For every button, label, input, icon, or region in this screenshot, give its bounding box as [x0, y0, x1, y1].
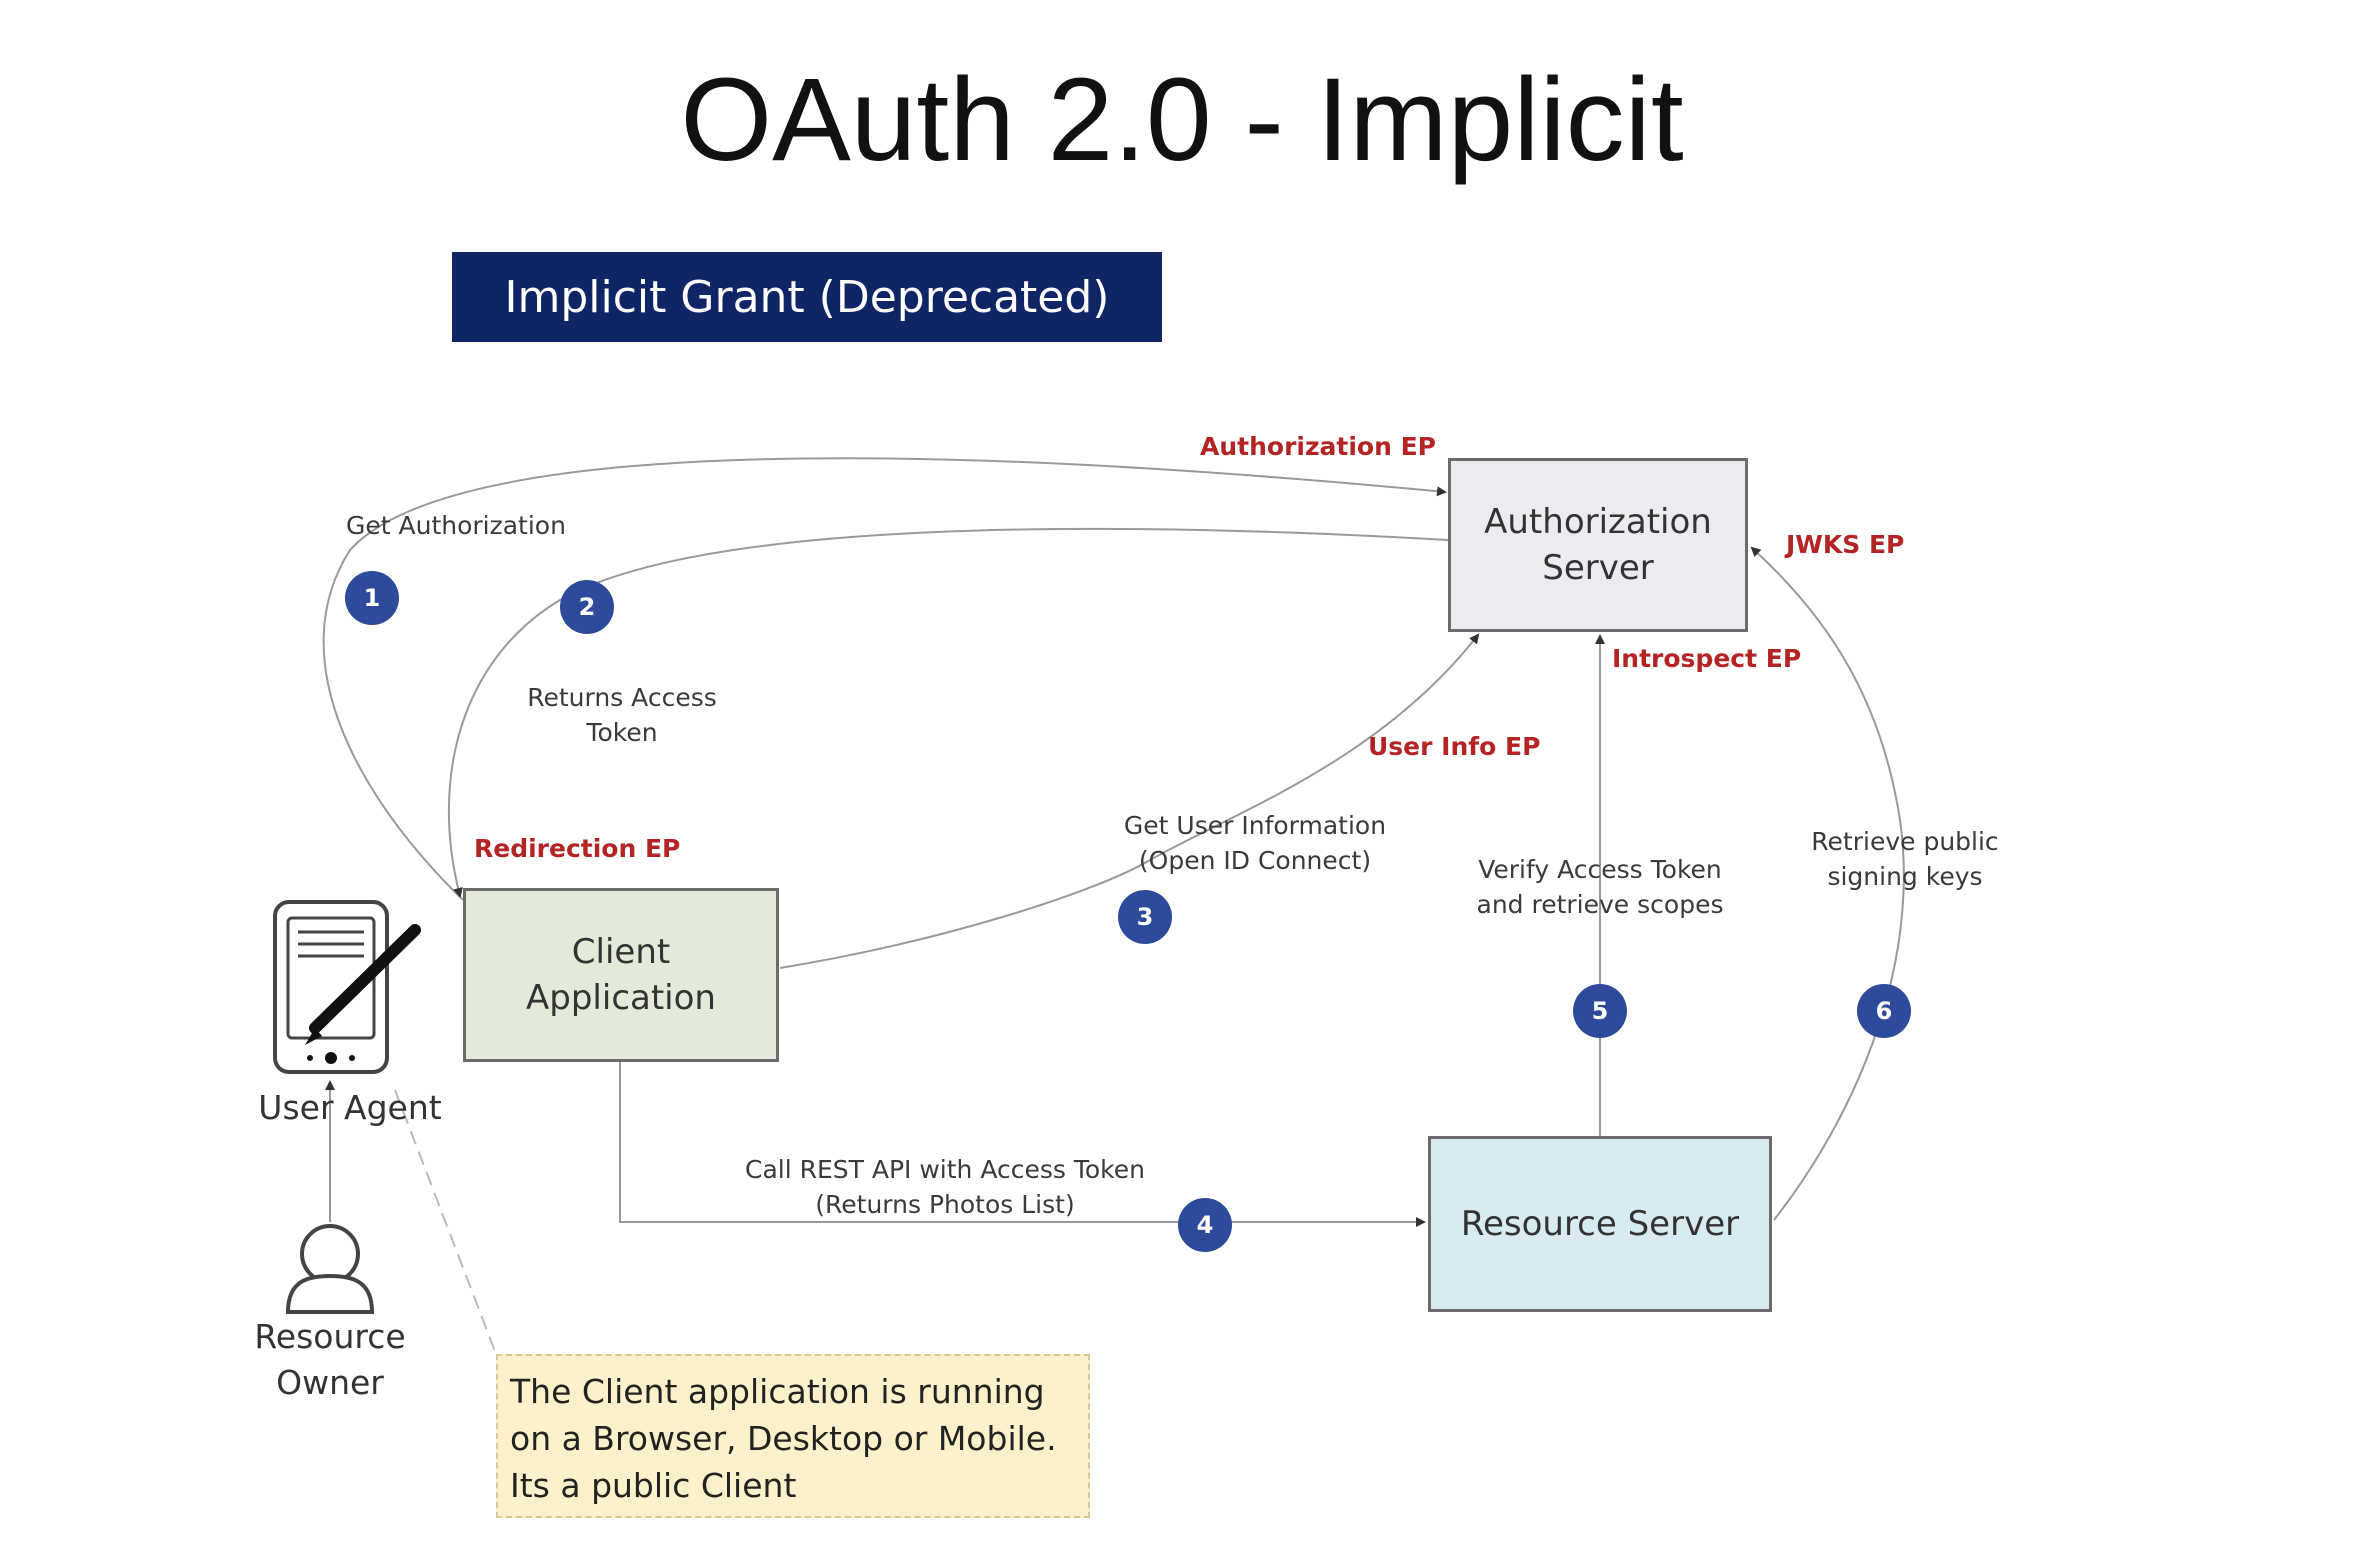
- client-label-line2: Application: [526, 978, 716, 1018]
- grant-type-banner: Implicit Grant (Deprecated): [452, 252, 1162, 342]
- step-5-line2: and retrieve scopes: [1476, 890, 1724, 919]
- step-3-badge: 3: [1118, 890, 1172, 944]
- auth-server-label-line2: Server: [1542, 548, 1654, 588]
- auth-server-label-line1: Authorization: [1484, 502, 1712, 542]
- resource-owner-line2: Owner: [276, 1363, 384, 1402]
- resource-server-node: Resource Server: [1428, 1136, 1772, 1312]
- note-connector: [394, 1089, 497, 1355]
- step-4-line2: (Returns Photos List): [815, 1190, 1075, 1219]
- step-4-label: Call REST API with Access Token (Returns …: [740, 1152, 1150, 1222]
- step-3-label: Get User Information (Open ID Connect): [1110, 808, 1400, 878]
- resource-owner-person-icon: [285, 1224, 375, 1314]
- flow-line-3: [779, 633, 1480, 969]
- step-5-line1: Verify Access Token: [1478, 855, 1722, 884]
- step-3-line1: Get User Information: [1123, 811, 1387, 840]
- jwks-endpoint-label: JWKS EP: [1786, 530, 1905, 559]
- authorization-endpoint-label: Authorization EP: [1200, 432, 1436, 461]
- step-2-badge: 2: [560, 580, 614, 634]
- flow-line-6: [1750, 546, 1905, 1221]
- diagram-title: OAuth 2.0 - Implicit: [680, 54, 1684, 186]
- user-info-endpoint-label: User Info EP: [1368, 732, 1541, 761]
- redirection-endpoint-label: Redirection EP: [474, 834, 681, 863]
- step-6-line2: signing keys: [1827, 862, 1983, 891]
- step-5-badge: 5: [1573, 984, 1627, 1038]
- step-2-line2: Token: [586, 718, 658, 747]
- user-agent-label: User Agent: [258, 1088, 442, 1127]
- step-4-line1: Call REST API with Access Token: [744, 1155, 1145, 1184]
- step-1-label: Get Authorization: [346, 511, 566, 540]
- user-agent-device-icon: [273, 900, 421, 1074]
- client-label-line1: Client: [571, 932, 671, 972]
- client-note: The Client application is running on a B…: [496, 1354, 1090, 1518]
- step-5-label: Verify Access Token and retrieve scopes: [1470, 852, 1730, 922]
- flow-line-2: [447, 527, 1449, 898]
- resource-server-label: Resource Server: [1460, 1204, 1740, 1244]
- step-1-badge: 1: [345, 571, 399, 625]
- flow-line-1: [322, 457, 1447, 901]
- introspect-endpoint-label: Introspect EP: [1612, 644, 1802, 673]
- step-3-line2: (Open ID Connect): [1138, 846, 1372, 875]
- step-4-badge: 4: [1178, 1198, 1232, 1252]
- flow-line-4: [619, 1062, 1426, 1227]
- resource-owner-line1: Resource: [254, 1317, 406, 1356]
- step-6-label: Retrieve public signing keys: [1800, 824, 2010, 894]
- step-6-badge: 6: [1857, 984, 1911, 1038]
- step-6-line1: Retrieve public: [1811, 827, 1999, 856]
- step-2-line1: Returns Access: [527, 683, 717, 712]
